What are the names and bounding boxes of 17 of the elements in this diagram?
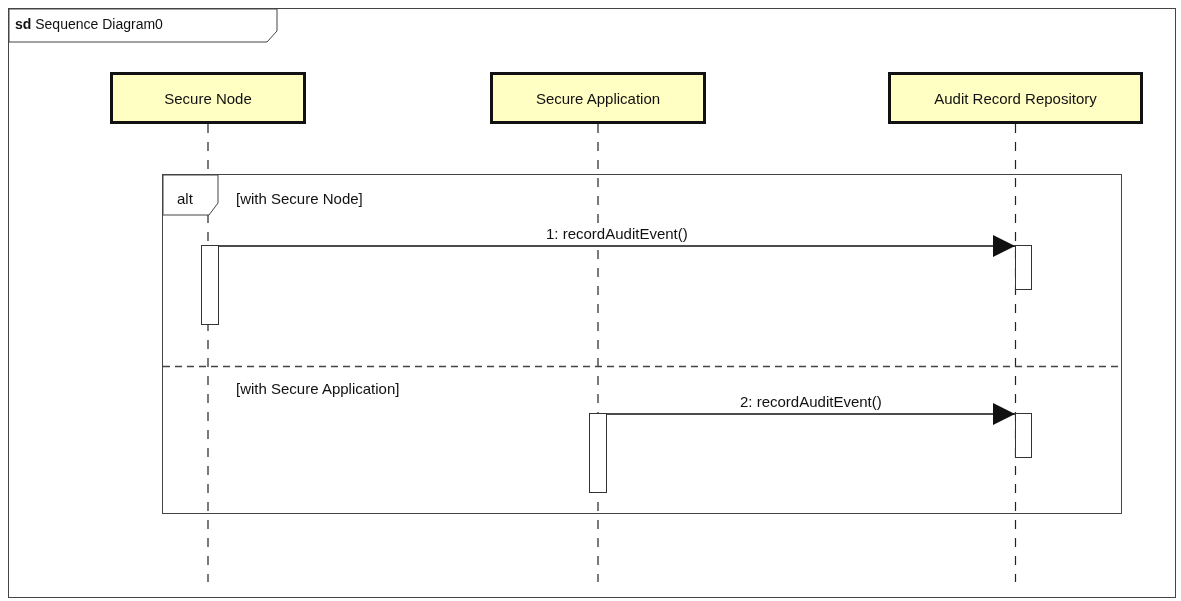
alt-fragment <box>162 174 1122 514</box>
activation-bar <box>589 413 607 493</box>
lifeline-head: Audit Record Repository <box>888 72 1143 124</box>
guard-condition: [with Secure Application] <box>236 380 400 397</box>
lifeline-head: Secure Node <box>110 72 306 124</box>
activation-bar <box>1015 245 1032 290</box>
message-label: 1: recordAuditEvent() <box>544 225 690 242</box>
diagram-frame <box>8 8 1176 598</box>
lifeline-head: Secure Application <box>490 72 706 124</box>
activation-bar <box>201 245 219 325</box>
activation-bar <box>1015 413 1032 458</box>
frame-title: sd Sequence Diagram0 <box>15 16 163 32</box>
message-label: 2: recordAuditEvent() <box>738 393 884 410</box>
guard-condition: [with Secure Node] <box>236 190 363 207</box>
message-arrow <box>218 235 1016 257</box>
message-arrow <box>606 403 1016 425</box>
operator-label: alt <box>177 190 193 207</box>
